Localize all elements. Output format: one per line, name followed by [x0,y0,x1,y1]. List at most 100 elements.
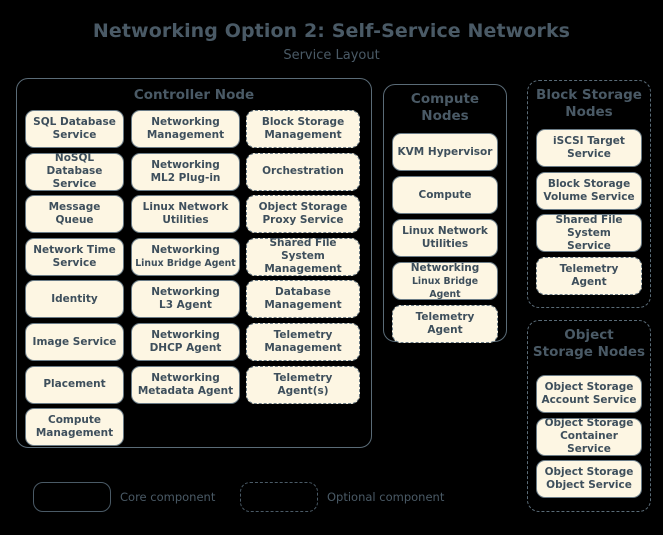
service-box-line1: Networking [410,261,480,274]
service-box-identity[interactable]: Identity [25,280,124,319]
service-box-orchestration[interactable]: Orchestration [246,152,360,191]
group-compute-nodes: Compute Nodes [383,84,507,342]
service-box-line1: Object Storage [544,381,634,393]
service-box-line2: Proxy Service [262,214,344,227]
service-box-line1: KVM Hypervisor [397,145,493,158]
group-block-storage-nodes: Block Storage Nodes [527,80,651,308]
service-box-line1: Networking [151,158,220,171]
service-box-line1: Object Storage [258,201,348,214]
group-title-compute-nodes-line1: Compute [410,91,480,107]
group-object-storage-nodes: Object Storage Nodes [527,320,651,512]
service-box-line2: Service [52,178,97,191]
service-box-line2: Management [264,342,342,354]
service-box-placement[interactable]: Placement [25,365,124,404]
group-title-object-storage-line2: Storage Nodes [532,344,646,360]
group-title-compute-nodes-line2: Nodes [421,108,469,124]
service-box-line1: Image Service [32,335,117,348]
service-box-line2: Metadata Agent [137,384,234,397]
service-box-line2: Management [35,427,114,440]
service-box-line2: DHCP Agent [149,342,222,354]
service-box-line1: Network Time [33,243,116,256]
service-box-line1: Compute [418,188,472,201]
service-box-line2: Service [52,256,97,269]
service-box-message-queue[interactable]: Message Queue [25,195,124,234]
group-title-controller-node: Controller Node [133,87,255,103]
service-box-line2: Management [264,129,342,141]
service-box-line1: Linux Network [142,201,229,214]
service-box-line1: Placement [43,378,106,391]
service-box-line1: SQL Database [33,116,116,128]
service-box-kvm-hypervisor[interactable]: KVM Hypervisor [392,133,498,171]
legend-optional-swatch [240,482,318,512]
service-box-line1: Networking [151,371,220,384]
service-box-line2: Service [52,129,97,141]
service-box-line1: Networking [151,116,220,128]
service-box-line1: Identity [51,292,98,305]
service-box-line1: NoSQL Database [46,152,103,178]
service-box-line2: Agent(s) [277,384,329,397]
service-box-line1: Linux Network [402,225,488,237]
service-box-line1: Object Storage [544,466,634,478]
service-box-line2: Management [264,263,342,276]
service-box-line1: Message Queue [48,201,101,227]
group-title-block-storage-line2: Nodes [565,104,613,120]
service-box-line2: Account Service [541,394,637,406]
service-box-line2: Utilities [162,214,209,227]
service-box-line2: Service [567,148,611,160]
service-box-line2: ML2 Plug-in [150,171,221,184]
service-box-compute[interactable]: Compute [392,176,498,214]
service-box-line2: Container Service [560,430,618,455]
service-box-line2: Utilities [421,238,469,250]
legend-core-label: Core component [120,490,216,504]
service-box-line1: Block Storage [261,116,345,128]
service-box-image-service[interactable]: Image Service [25,323,124,361]
service-box-line1: Telemetry [559,262,619,275]
service-box-line2: Management [264,299,342,312]
page-subtitle: Service Layout [283,48,380,63]
page-title: Networking Option 2: Self-Service Networ… [92,20,571,42]
service-box-line1: Shared File System [555,213,623,239]
service-box-line2: Service [567,239,611,252]
legend-optional-label: Optional component [327,490,445,504]
service-box-line1: Networking [151,243,220,256]
service-box-line2: Volume Service [543,190,635,203]
service-box-line2: Object Service [546,479,632,491]
service-box-line2: Linux Bridge Agent [411,275,479,300]
service-box-line1: Block Storage [547,177,631,190]
service-box-line1: Database [275,286,331,299]
group-title-block-storage-line1: Block Storage [536,87,642,103]
service-box-line2: Agent [427,324,463,336]
service-box-line1: iSCSI Target [553,135,625,147]
service-box-line1: Networking [151,286,220,299]
service-box-line1: Object Storage [544,417,634,429]
service-box-line1: Telemetry [273,371,333,384]
